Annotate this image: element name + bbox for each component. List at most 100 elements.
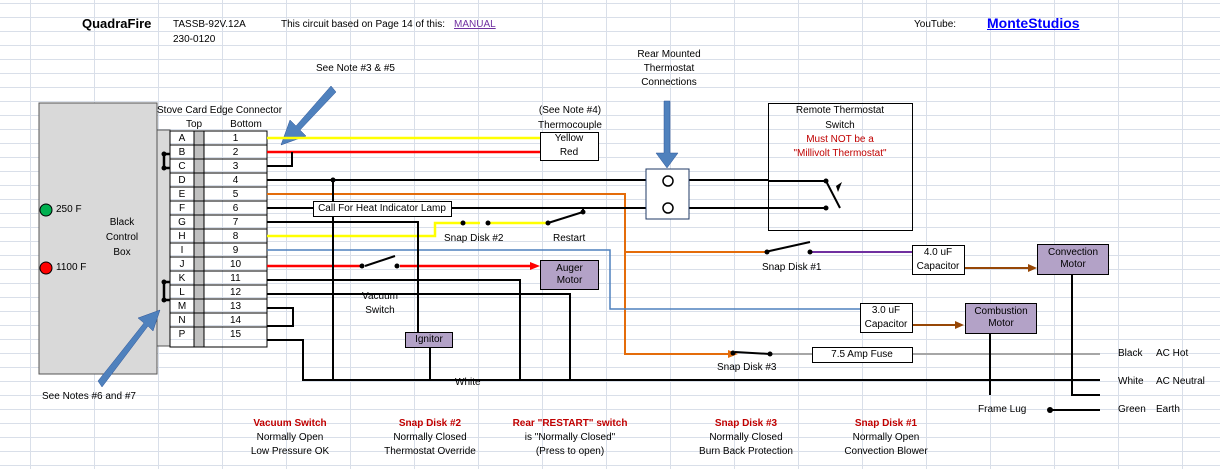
legend-snap2-l1: Normally Closed bbox=[393, 432, 467, 443]
cap3-label-2: Capacitor bbox=[864, 319, 908, 330]
ignitor: Ignitor bbox=[405, 332, 453, 348]
ignitor-label: Ignitor bbox=[415, 334, 443, 345]
based-on-text: This circuit based on Page 14 of this: bbox=[281, 19, 445, 30]
rear-mounted-1: Rear Mounted bbox=[637, 49, 701, 60]
auger-label-2: Motor bbox=[556, 275, 583, 286]
note-4: (See Note #4) bbox=[538, 105, 602, 116]
capacitor-4uf bbox=[912, 245, 965, 275]
rear-mounted-3: Connections bbox=[641, 77, 697, 88]
legend-snap3-l2: Burn Back Protection bbox=[699, 446, 793, 457]
earth-label: Earth bbox=[1156, 404, 1180, 415]
legend-snap2-l2: Thermostat Override bbox=[384, 446, 476, 457]
connector-col-bottom: Bottom bbox=[230, 119, 262, 130]
thermocouple-label: Thermocouple bbox=[538, 120, 602, 131]
pin-top-i: I bbox=[180, 245, 184, 256]
arrow-note35-icon bbox=[280, 85, 337, 146]
call-for-heat-box bbox=[313, 201, 452, 217]
thermocouple-box bbox=[540, 132, 599, 161]
legend-snap1-title: Snap Disk #1 bbox=[854, 418, 918, 429]
pin-top-k: K bbox=[178, 273, 186, 284]
green-label: Green bbox=[1118, 404, 1146, 415]
pin-top-n: N bbox=[178, 315, 186, 326]
youtube-label: YouTube: bbox=[914, 19, 957, 30]
convection-motor: Convection Motor bbox=[1037, 244, 1109, 275]
remote-title-2: Switch bbox=[825, 120, 855, 131]
cap3-label-1: 3.0 uF bbox=[871, 305, 901, 316]
combustion-motor: Combustion Motor bbox=[965, 303, 1037, 334]
auger-motor: Auger Motor bbox=[540, 260, 599, 290]
combustion-label-2: Motor bbox=[988, 318, 1014, 329]
legend-vacuum-title: Vacuum Switch bbox=[253, 418, 327, 429]
pin-top-h: H bbox=[178, 231, 186, 242]
channel-link[interactable]: MonteStudios bbox=[987, 15, 1080, 31]
manual-link[interactable]: MANUAL bbox=[454, 19, 496, 30]
capacitor-3uf bbox=[860, 303, 913, 333]
orange-wire-2 bbox=[624, 252, 730, 355]
model-number: TASSB-92V.12A bbox=[173, 19, 246, 30]
brand-title: QuadraFire bbox=[82, 16, 152, 31]
snap2-label: Snap Disk #2 bbox=[444, 233, 504, 244]
cap4-label-2: Capacitor bbox=[916, 261, 960, 272]
control-box-label-2: Control bbox=[105, 232, 139, 243]
pin-top-l: L bbox=[179, 287, 185, 298]
pin-top-a: A bbox=[178, 133, 186, 144]
pin-top-m: M bbox=[177, 301, 187, 312]
legend-restart-l2: (Press to open) bbox=[535, 446, 605, 457]
pin-top-f: F bbox=[178, 203, 186, 214]
red-led-icon bbox=[39, 261, 53, 275]
pin-bottom-7: 7 bbox=[232, 217, 239, 228]
legend-snap3-l1: Normally Closed bbox=[709, 432, 783, 443]
legend-snap2-title: Snap Disk #2 bbox=[398, 418, 462, 429]
yellow-label: Yellow bbox=[554, 133, 584, 144]
green-led-icon bbox=[39, 203, 53, 217]
pin-bottom-9: 9 bbox=[232, 245, 239, 256]
pin-bottom-11: 11 bbox=[230, 273, 241, 284]
pin-bottom-15: 15 bbox=[229, 329, 242, 340]
frame-lug-label: Frame Lug bbox=[978, 404, 1027, 415]
pin-bottom-4: 4 bbox=[232, 175, 239, 186]
pin-bottom-14: 14 bbox=[229, 315, 242, 326]
pin-top-b: B bbox=[178, 147, 186, 158]
combustion-label-1: Combustion bbox=[974, 306, 1028, 317]
black-label: Black bbox=[1118, 348, 1143, 359]
yellow-wires bbox=[267, 136, 548, 238]
pin-bottom-2: 2 bbox=[232, 147, 239, 158]
note-3-5: See Note #3 & #5 bbox=[316, 63, 395, 74]
auger-label-1: Auger bbox=[556, 263, 583, 274]
note-6-7: See Notes #6 and #7 bbox=[42, 391, 136, 402]
white-wire-label: White bbox=[455, 377, 481, 388]
pin-bottom-1: 1 bbox=[232, 133, 239, 144]
vacuum-label-2: Switch bbox=[365, 305, 395, 316]
blue-wire bbox=[267, 249, 860, 310]
control-box bbox=[38, 102, 158, 375]
pin-top-j: J bbox=[179, 259, 185, 270]
pin-bottom-6: 6 bbox=[232, 203, 239, 214]
control-box-label-3: Box bbox=[113, 247, 131, 258]
orange-wire bbox=[267, 193, 765, 253]
legend-vacuum-l1: Normally Open bbox=[256, 432, 324, 443]
restart-label: Restart bbox=[553, 233, 586, 244]
fuse-box bbox=[812, 347, 913, 363]
terminal-bottom-icon bbox=[662, 202, 674, 214]
pin-bottom-8: 8 bbox=[232, 231, 239, 242]
control-box-label-1: Black bbox=[109, 217, 135, 228]
pin-top-p: P bbox=[178, 329, 186, 340]
convection-label-2: Motor bbox=[1060, 259, 1086, 270]
remote-warn-2: "Millivolt Thermostat" bbox=[793, 148, 887, 159]
remote-title-1: Remote Thermostat bbox=[795, 105, 885, 116]
pin-top-e: E bbox=[178, 189, 186, 200]
temp-green-label: 250 F bbox=[56, 204, 82, 215]
legend-snap3-title: Snap Disk #3 bbox=[714, 418, 778, 429]
black-wires bbox=[267, 152, 1100, 411]
arrow-note67-icon bbox=[97, 309, 161, 388]
legend-snap1-l2: Convection Blower bbox=[844, 446, 928, 457]
white-label: White bbox=[1118, 376, 1144, 387]
part-number: 230-0120 bbox=[173, 34, 216, 45]
pin-top-g: G bbox=[178, 217, 186, 228]
connector-title: Stove Card Edge Connector bbox=[157, 105, 283, 116]
temp-red-label: 1100 F bbox=[56, 262, 87, 273]
legend-restart-title: Rear "RESTART" switch bbox=[512, 418, 628, 429]
pin-top-d: D bbox=[178, 175, 186, 186]
snap3-label: Snap Disk #3 bbox=[717, 362, 777, 373]
